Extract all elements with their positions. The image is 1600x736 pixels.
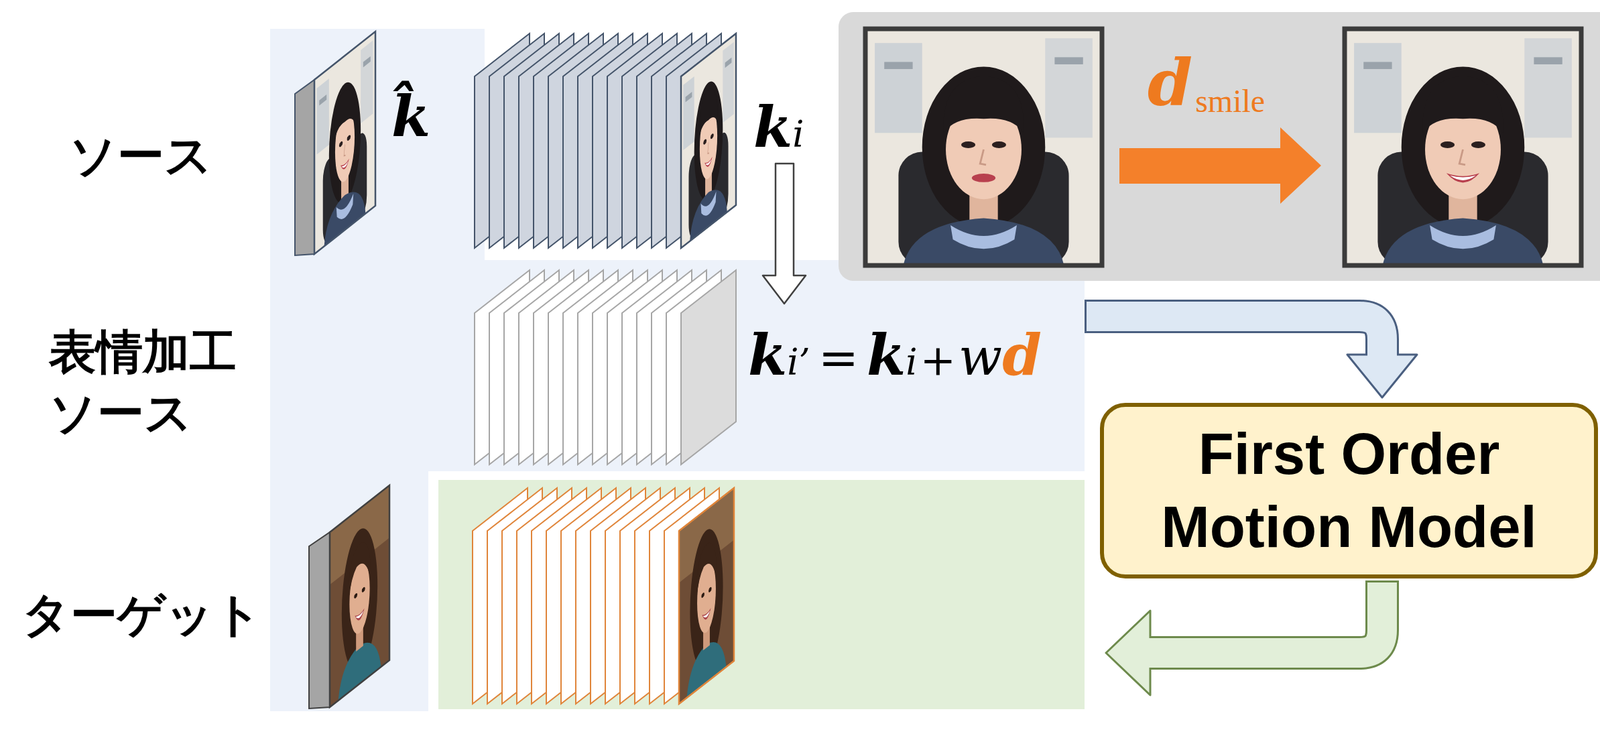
row-label: 表情加工 ソース (48, 321, 257, 444)
neutral-photo (865, 28, 1102, 266)
box-title: First Order Motion Model (1134, 417, 1564, 564)
row-label: ターゲット (22, 586, 263, 643)
vector-symbol: d (1147, 50, 1193, 116)
output-frame-stack (472, 487, 734, 704)
keypoint-symbol: k (753, 99, 793, 156)
output-arrow (1105, 580, 1383, 696)
equation-weight: w (958, 331, 1003, 383)
smile-photo (1344, 28, 1582, 266)
target-image-slab (309, 485, 390, 709)
vector-subscript: smile (1195, 85, 1265, 118)
example-panel-fill (838, 12, 1600, 281)
equation-sign: + (919, 338, 956, 382)
text-row: dsmile (1147, 50, 1265, 116)
keypoint-index: i (792, 116, 804, 153)
edit-arrow (762, 163, 806, 304)
equation-index: i (905, 344, 917, 381)
direction-arrow (1119, 127, 1322, 204)
example-panel: dsmile (838, 12, 1600, 281)
equation-vector: d (1002, 327, 1042, 384)
symbol-group: ki (753, 99, 804, 156)
text-row: ki’=ki+wd (748, 327, 1042, 384)
process-box: First Order Motion Model (1099, 402, 1598, 579)
row-label: ソース (69, 127, 213, 184)
equation-index: i’ (786, 344, 810, 381)
keypoint-symbol: k̂ (391, 85, 431, 148)
source-frame-stack (474, 33, 736, 249)
arrow-body (1086, 316, 1383, 358)
equation-symbol: k (748, 327, 787, 384)
equation-sign: = (818, 333, 859, 383)
edited-frame-stack (474, 270, 736, 465)
arrow-head (1347, 354, 1418, 398)
equation-symbol: k (866, 327, 906, 384)
output-band-fill (438, 479, 1085, 710)
flow-arrow (1084, 316, 1418, 398)
source-image-slab (294, 31, 376, 256)
edited-source-band: ki’=ki+wd (484, 260, 1085, 472)
